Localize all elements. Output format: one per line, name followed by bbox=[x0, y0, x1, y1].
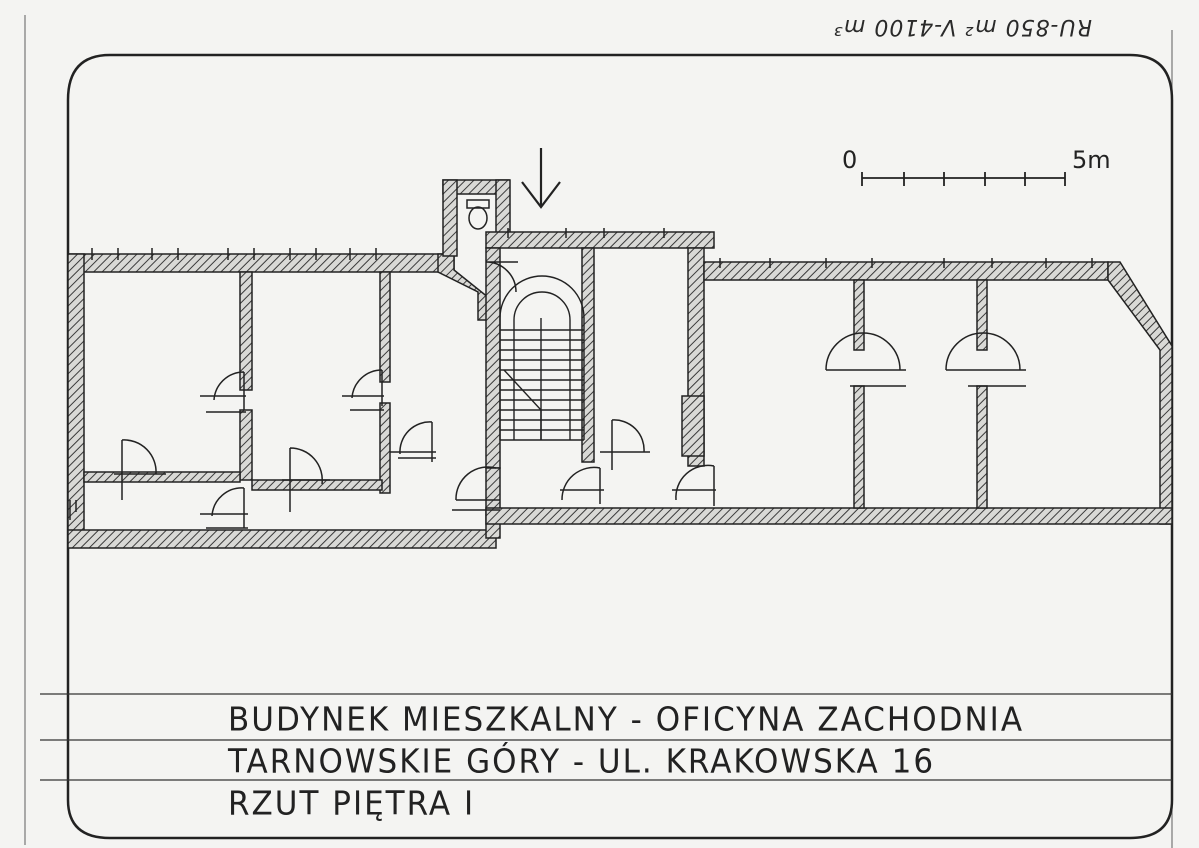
title-line-2: TARNOWSKIE GÓRY - UL. KRAKOWSKA 16 bbox=[228, 743, 936, 781]
toilet-fixture bbox=[466, 199, 490, 230]
entrance-arrow bbox=[521, 148, 561, 209]
title-line-3: RZUT PIĘTRA I bbox=[228, 785, 476, 823]
window-marks bbox=[91, 228, 1093, 268]
scale-bar bbox=[861, 172, 1066, 186]
staircase bbox=[499, 275, 585, 441]
door-swings bbox=[69, 261, 1026, 529]
scale-start-label: 0 bbox=[842, 146, 858, 174]
drawing-frame bbox=[66, 53, 1174, 840]
title-block-lines bbox=[40, 693, 1172, 781]
title-line-1: BUDYNEK MIESZKALNY - OFICYNA ZACHODNIA bbox=[228, 701, 1025, 739]
walls bbox=[67, 179, 1173, 549]
scale-end-label: 5m bbox=[1072, 146, 1111, 174]
